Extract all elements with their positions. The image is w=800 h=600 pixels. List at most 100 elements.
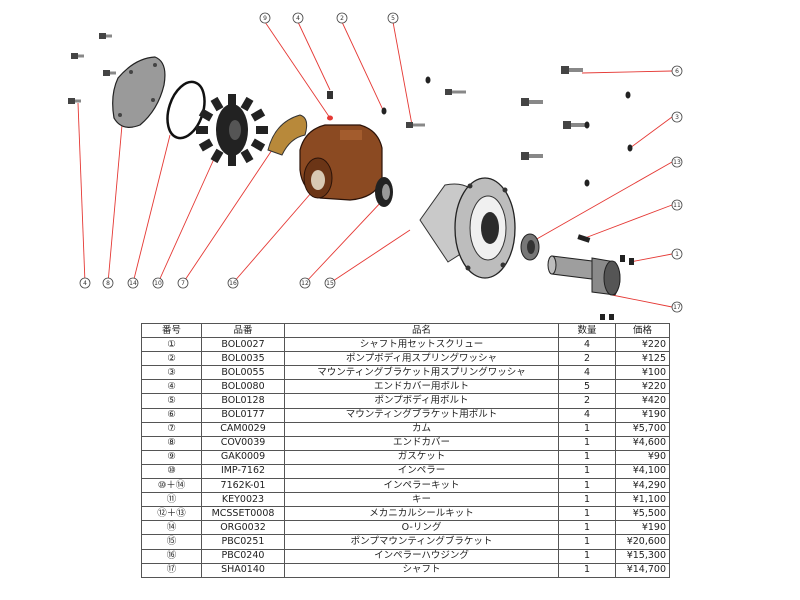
end-cover-icon — [112, 56, 166, 128]
svg-text:5: 5 — [391, 15, 395, 22]
cell-code: BOL0080 — [201, 379, 285, 395]
cell-qty: 2 — [558, 393, 616, 409]
cell-no: ⑩＋⑭ — [141, 478, 202, 494]
mounting-bolt-icon — [561, 66, 583, 74]
cell-price: ¥100 — [615, 365, 670, 381]
cell-code: GAK0009 — [201, 449, 285, 465]
cell-no: ⑤ — [141, 393, 202, 409]
washer-icon — [584, 179, 590, 187]
mounting-bolt-icon — [563, 121, 585, 129]
leader-lines — [77, 21, 673, 308]
cell-price: ¥4,600 — [615, 435, 670, 451]
svg-text:4: 4 — [296, 15, 300, 22]
cell-name: ポンプボディ用ボルト — [284, 393, 559, 409]
cell-qty: 1 — [558, 562, 616, 578]
cell-no: ⑭ — [141, 520, 202, 536]
exploded-parts-diagram: 9 4 2 5 6 3 13 11 1 17 4 8 14 10 7 16 12… — [68, 12, 683, 320]
cell-price: ¥420 — [615, 393, 670, 409]
cell-qty: 1 — [558, 492, 616, 508]
cell-code: BOL0128 — [201, 393, 285, 409]
set-screw-icon — [620, 255, 625, 262]
cell-no: ⑪ — [141, 492, 202, 508]
cell-qty: 4 — [558, 365, 616, 381]
cell-name: インペラーハウジング — [284, 548, 559, 564]
callout-17: 17 — [671, 301, 683, 313]
end-cover-bolt-icon — [71, 53, 84, 59]
end-cover-bolt-icon — [99, 33, 112, 39]
cell-name: マウンティングブラケット用スプリングワッシャ — [284, 365, 559, 381]
svg-text:16: 16 — [229, 280, 237, 287]
cell-name: マウンティングブラケット用ボルト — [284, 407, 559, 423]
mounting-bracket-icon — [419, 177, 516, 279]
cell-qty: 1 — [558, 520, 616, 536]
svg-text:17: 17 — [673, 304, 681, 311]
cell-price: ¥125 — [615, 351, 670, 367]
washer-icon — [425, 76, 431, 84]
cell-price: ¥90 — [615, 449, 670, 465]
svg-text:6: 6 — [675, 68, 679, 75]
cell-name: ポンプボディ用スプリングワッシャ — [284, 351, 559, 367]
callout-4-bottom: 4 — [79, 277, 91, 289]
callout-8: 8 — [102, 277, 114, 289]
svg-text:3: 3 — [675, 114, 679, 121]
svg-text:1: 1 — [675, 251, 679, 258]
cell-no: ⑮ — [141, 534, 202, 550]
column-header-name: 品名 — [284, 322, 559, 339]
cell-name: メカニカルシールキット — [284, 506, 559, 522]
cell-qty: 1 — [558, 435, 616, 451]
cell-name: エンドカバー — [284, 435, 559, 451]
cell-no: ⑧ — [141, 435, 202, 451]
callout-2: 2 — [336, 12, 348, 24]
cell-qty: 4 — [558, 337, 616, 353]
set-screw-icon — [609, 314, 614, 320]
cell-name: カム — [284, 421, 559, 437]
bolt-group — [68, 33, 585, 160]
cell-qty: 2 — [558, 351, 616, 367]
cell-name: インペラー — [284, 463, 559, 480]
cell-code: MCSSET0008 — [201, 506, 285, 522]
cell-no: ① — [141, 337, 202, 353]
cell-price: ¥5,700 — [615, 421, 670, 437]
callout-markers: 9 4 2 5 6 3 13 11 1 17 4 8 14 10 7 16 12… — [79, 12, 683, 313]
set-screw-group — [600, 255, 634, 320]
cell-no: ⑫＋⑬ — [141, 506, 202, 522]
cell-name: ポンプマウンティングブラケット — [284, 534, 559, 550]
table-header-row: 番号 品番 品名 数量 価格 — [141, 322, 670, 339]
set-screw-icon — [600, 314, 605, 320]
key-icon — [577, 234, 591, 243]
washer-icon — [381, 107, 387, 115]
washer-icon — [627, 144, 633, 152]
cell-name: シャフト用セットスクリュー — [284, 337, 559, 353]
cell-code: BOL0035 — [201, 351, 285, 367]
mechanical-seal-icon — [375, 177, 393, 207]
column-header-qty: 数量 — [558, 322, 616, 339]
cell-code: BOL0177 — [201, 407, 285, 423]
cell-price: ¥15,300 — [615, 548, 670, 564]
callout-3: 3 — [671, 111, 683, 123]
washer-icon — [625, 91, 631, 99]
cell-no: ⑰ — [141, 562, 202, 578]
cell-qty: 1 — [558, 506, 616, 522]
cell-price: ¥5,500 — [615, 506, 670, 522]
callout-12: 12 — [299, 277, 311, 289]
cell-code: IMP-7162 — [201, 463, 285, 480]
svg-text:13: 13 — [673, 159, 681, 166]
cell-price: ¥220 — [615, 337, 670, 353]
cell-code: KEY0023 — [201, 492, 285, 508]
cell-no: ⑦ — [141, 421, 202, 437]
callout-6: 6 — [671, 65, 683, 77]
svg-text:7: 7 — [181, 280, 185, 287]
svg-text:14: 14 — [129, 280, 137, 287]
